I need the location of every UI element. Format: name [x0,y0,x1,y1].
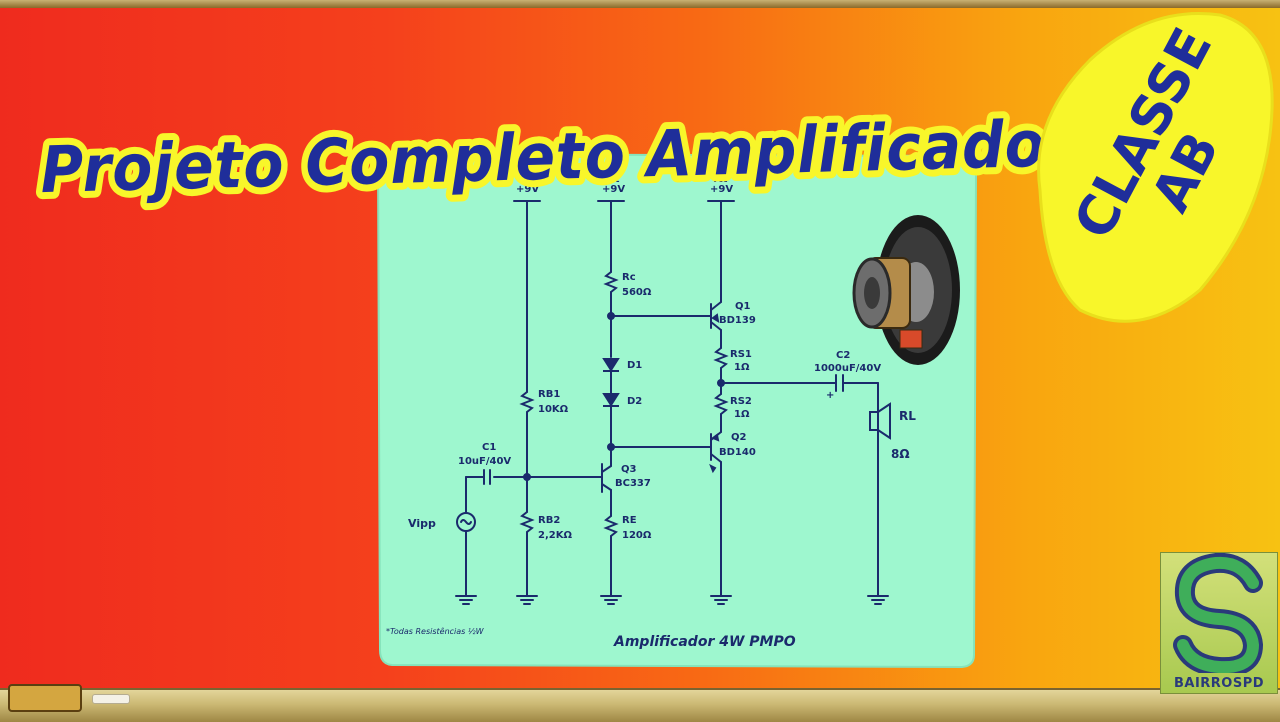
chalk-tray [0,688,1280,722]
rb2-value: 2,2KΩ [538,530,572,541]
rs1-name: RS1 [730,349,752,360]
rc-value: 560Ω [622,287,652,298]
d2-label: D2 [627,396,642,407]
vcc-label-2: Vcc [604,175,620,184]
re-name: RE [622,515,637,526]
vcc-label-3: Vcc [712,175,728,184]
c2-polarity: + [826,390,834,401]
rb1-name: RB1 [538,389,560,400]
schematic-panel: Vcc +9V Vcc +9V Vcc +9V Rc 560Ω Q1 BD139… [376,152,978,668]
c1-name: C1 [482,442,496,453]
vcc-value-2: +9V [602,184,625,195]
rb2-name: RB2 [538,515,560,526]
vcc-value-3: +9V [710,184,733,195]
channel-logo: BAIRROSPD [1160,552,1278,694]
c1-value: 10uF/40V [458,456,511,467]
page-title: Projeto Completo Amplificador [33,100,1086,215]
logo-text: BAIRROSPD [1173,676,1265,691]
board-frame-top [0,0,1280,8]
resistor-note: *Todas Resistências ½W [386,626,485,636]
rl-value: 8Ω [891,447,910,461]
rc-name: Rc [622,272,636,283]
re-value: 120Ω [622,530,652,541]
vcc-value-1: +9V [516,184,539,195]
title-text: Projeto Completo Amplificador [40,107,1079,208]
chalk-icon [92,694,130,704]
logo-s-icon [1173,552,1264,678]
rs1-value: 1Ω [734,362,750,373]
c2-value: 1000uF/40V [814,363,881,374]
class-badge: CLASSE AB [1037,11,1274,323]
speaker-icon [852,215,960,365]
q3-part: BC337 [615,478,651,489]
q1-part: BD139 [719,315,756,326]
rs2-name: RS2 [730,396,752,407]
vcc-label-1: Vcc [518,175,534,184]
rs2-value: 1Ω [734,409,750,420]
rl-name: RL [899,409,916,423]
schematic-caption: Amplificador 4W PMPO [613,634,796,650]
rb1-value: 10KΩ [538,404,569,415]
q2-name: Q2 [731,432,747,443]
c2-name: C2 [836,350,850,361]
q1-name: Q1 [735,301,751,312]
vin-label: Vipp [408,517,436,530]
eraser-icon [8,684,82,712]
q2-part: BD140 [719,447,756,458]
q3-name: Q3 [621,464,637,475]
d1-label: D1 [627,360,642,371]
